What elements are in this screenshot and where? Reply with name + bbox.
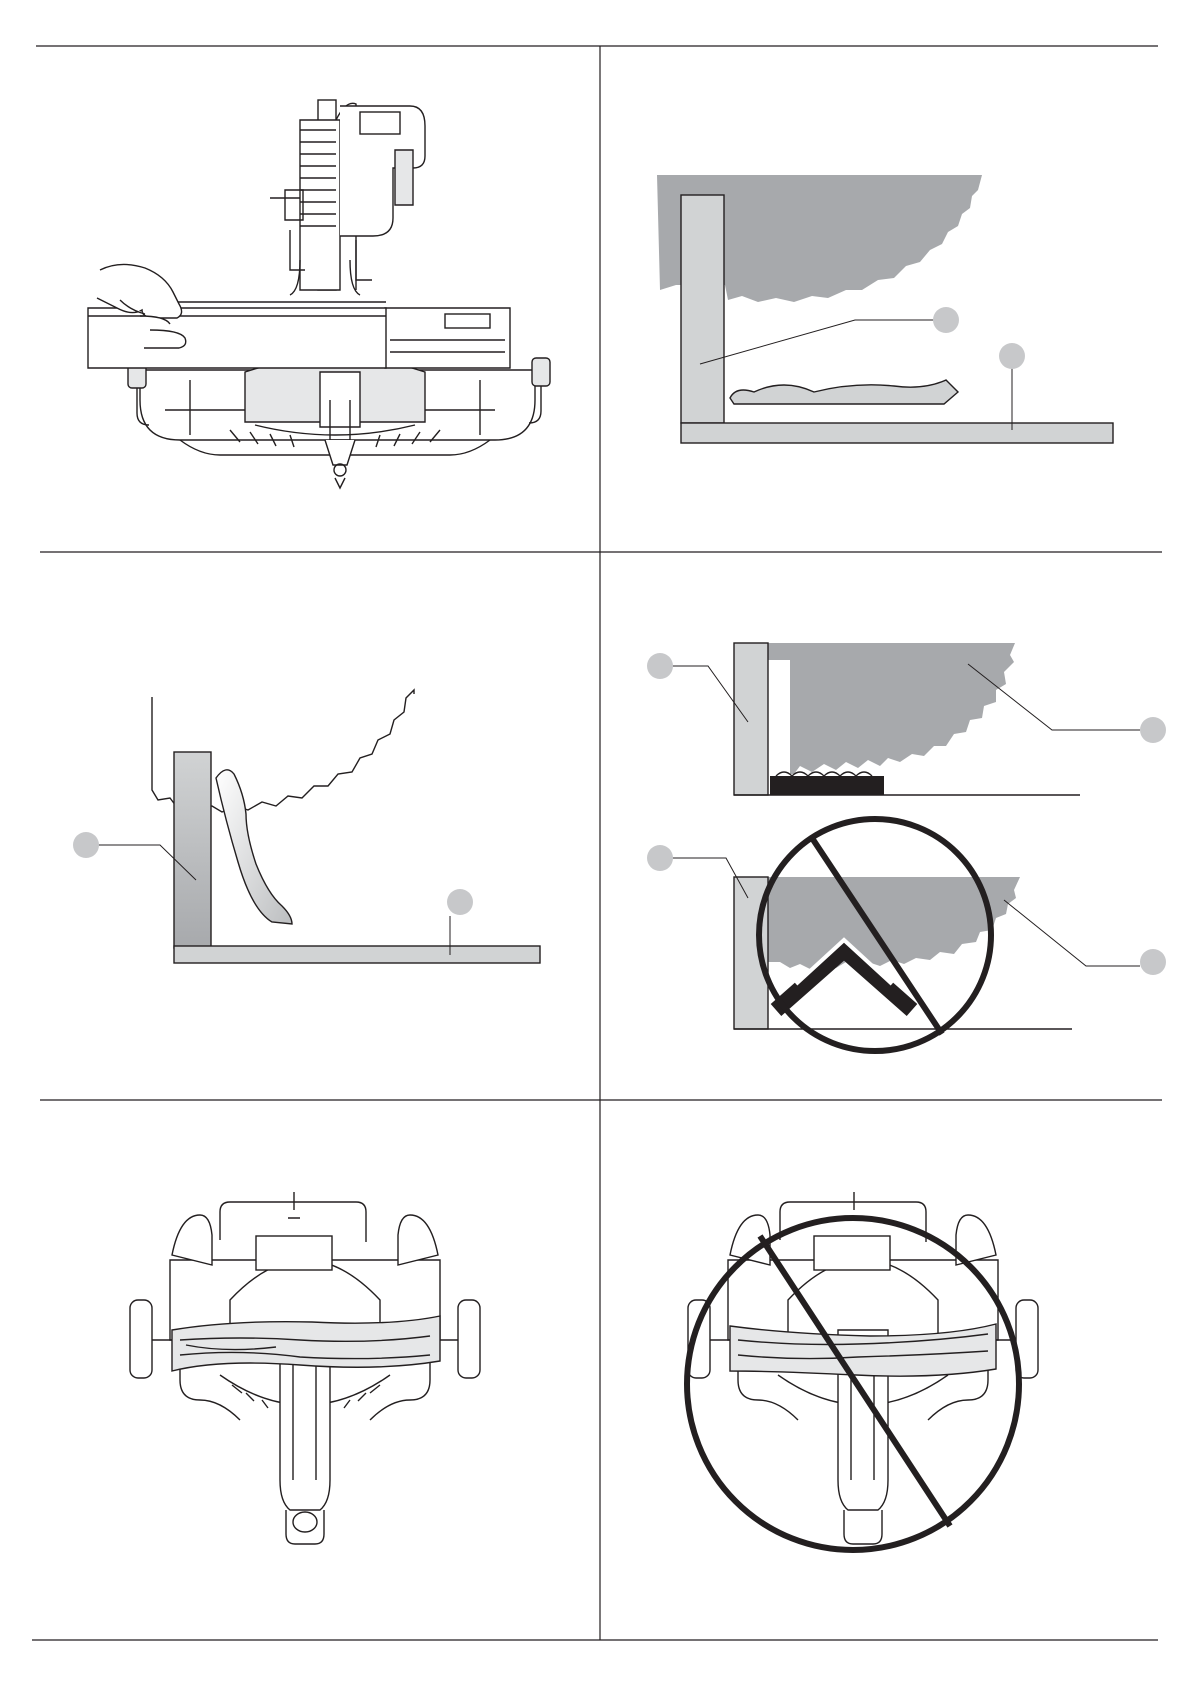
callout-marker-icon — [1140, 949, 1166, 975]
callout-marker-icon — [73, 832, 99, 858]
board-on-saw — [172, 1316, 440, 1371]
panel-fig-1 — [88, 100, 550, 488]
crown-molding-flat — [730, 380, 958, 404]
saw-blade — [768, 643, 1015, 774]
panel-fig-2 — [657, 175, 1113, 443]
crown-molding-black — [770, 776, 884, 795]
panel-fig-3 — [73, 690, 540, 963]
callout-marker-icon — [647, 653, 673, 679]
saw-head — [270, 100, 425, 295]
correct-setup — [647, 643, 1166, 795]
callout-marker-icon — [999, 343, 1025, 369]
saw-table — [681, 423, 1113, 443]
fence — [734, 643, 768, 795]
callout-leaders — [700, 320, 1012, 430]
fence — [174, 752, 211, 948]
panel-fig-5 — [130, 1192, 480, 1544]
panel-fig-6 — [687, 1192, 1038, 1550]
fence — [681, 195, 724, 423]
callout-marker-icon — [647, 845, 673, 871]
saw-top-body — [130, 1215, 480, 1544]
panel-fig-4 — [647, 643, 1166, 1051]
incorrect-setup — [647, 819, 1166, 1051]
saw-table — [174, 946, 540, 963]
callout-marker-icon — [933, 307, 959, 333]
saw-base — [128, 357, 550, 488]
callout-marker-icon — [1140, 717, 1166, 743]
saw-rail — [385, 308, 510, 368]
callout-marker-icon — [447, 889, 473, 915]
